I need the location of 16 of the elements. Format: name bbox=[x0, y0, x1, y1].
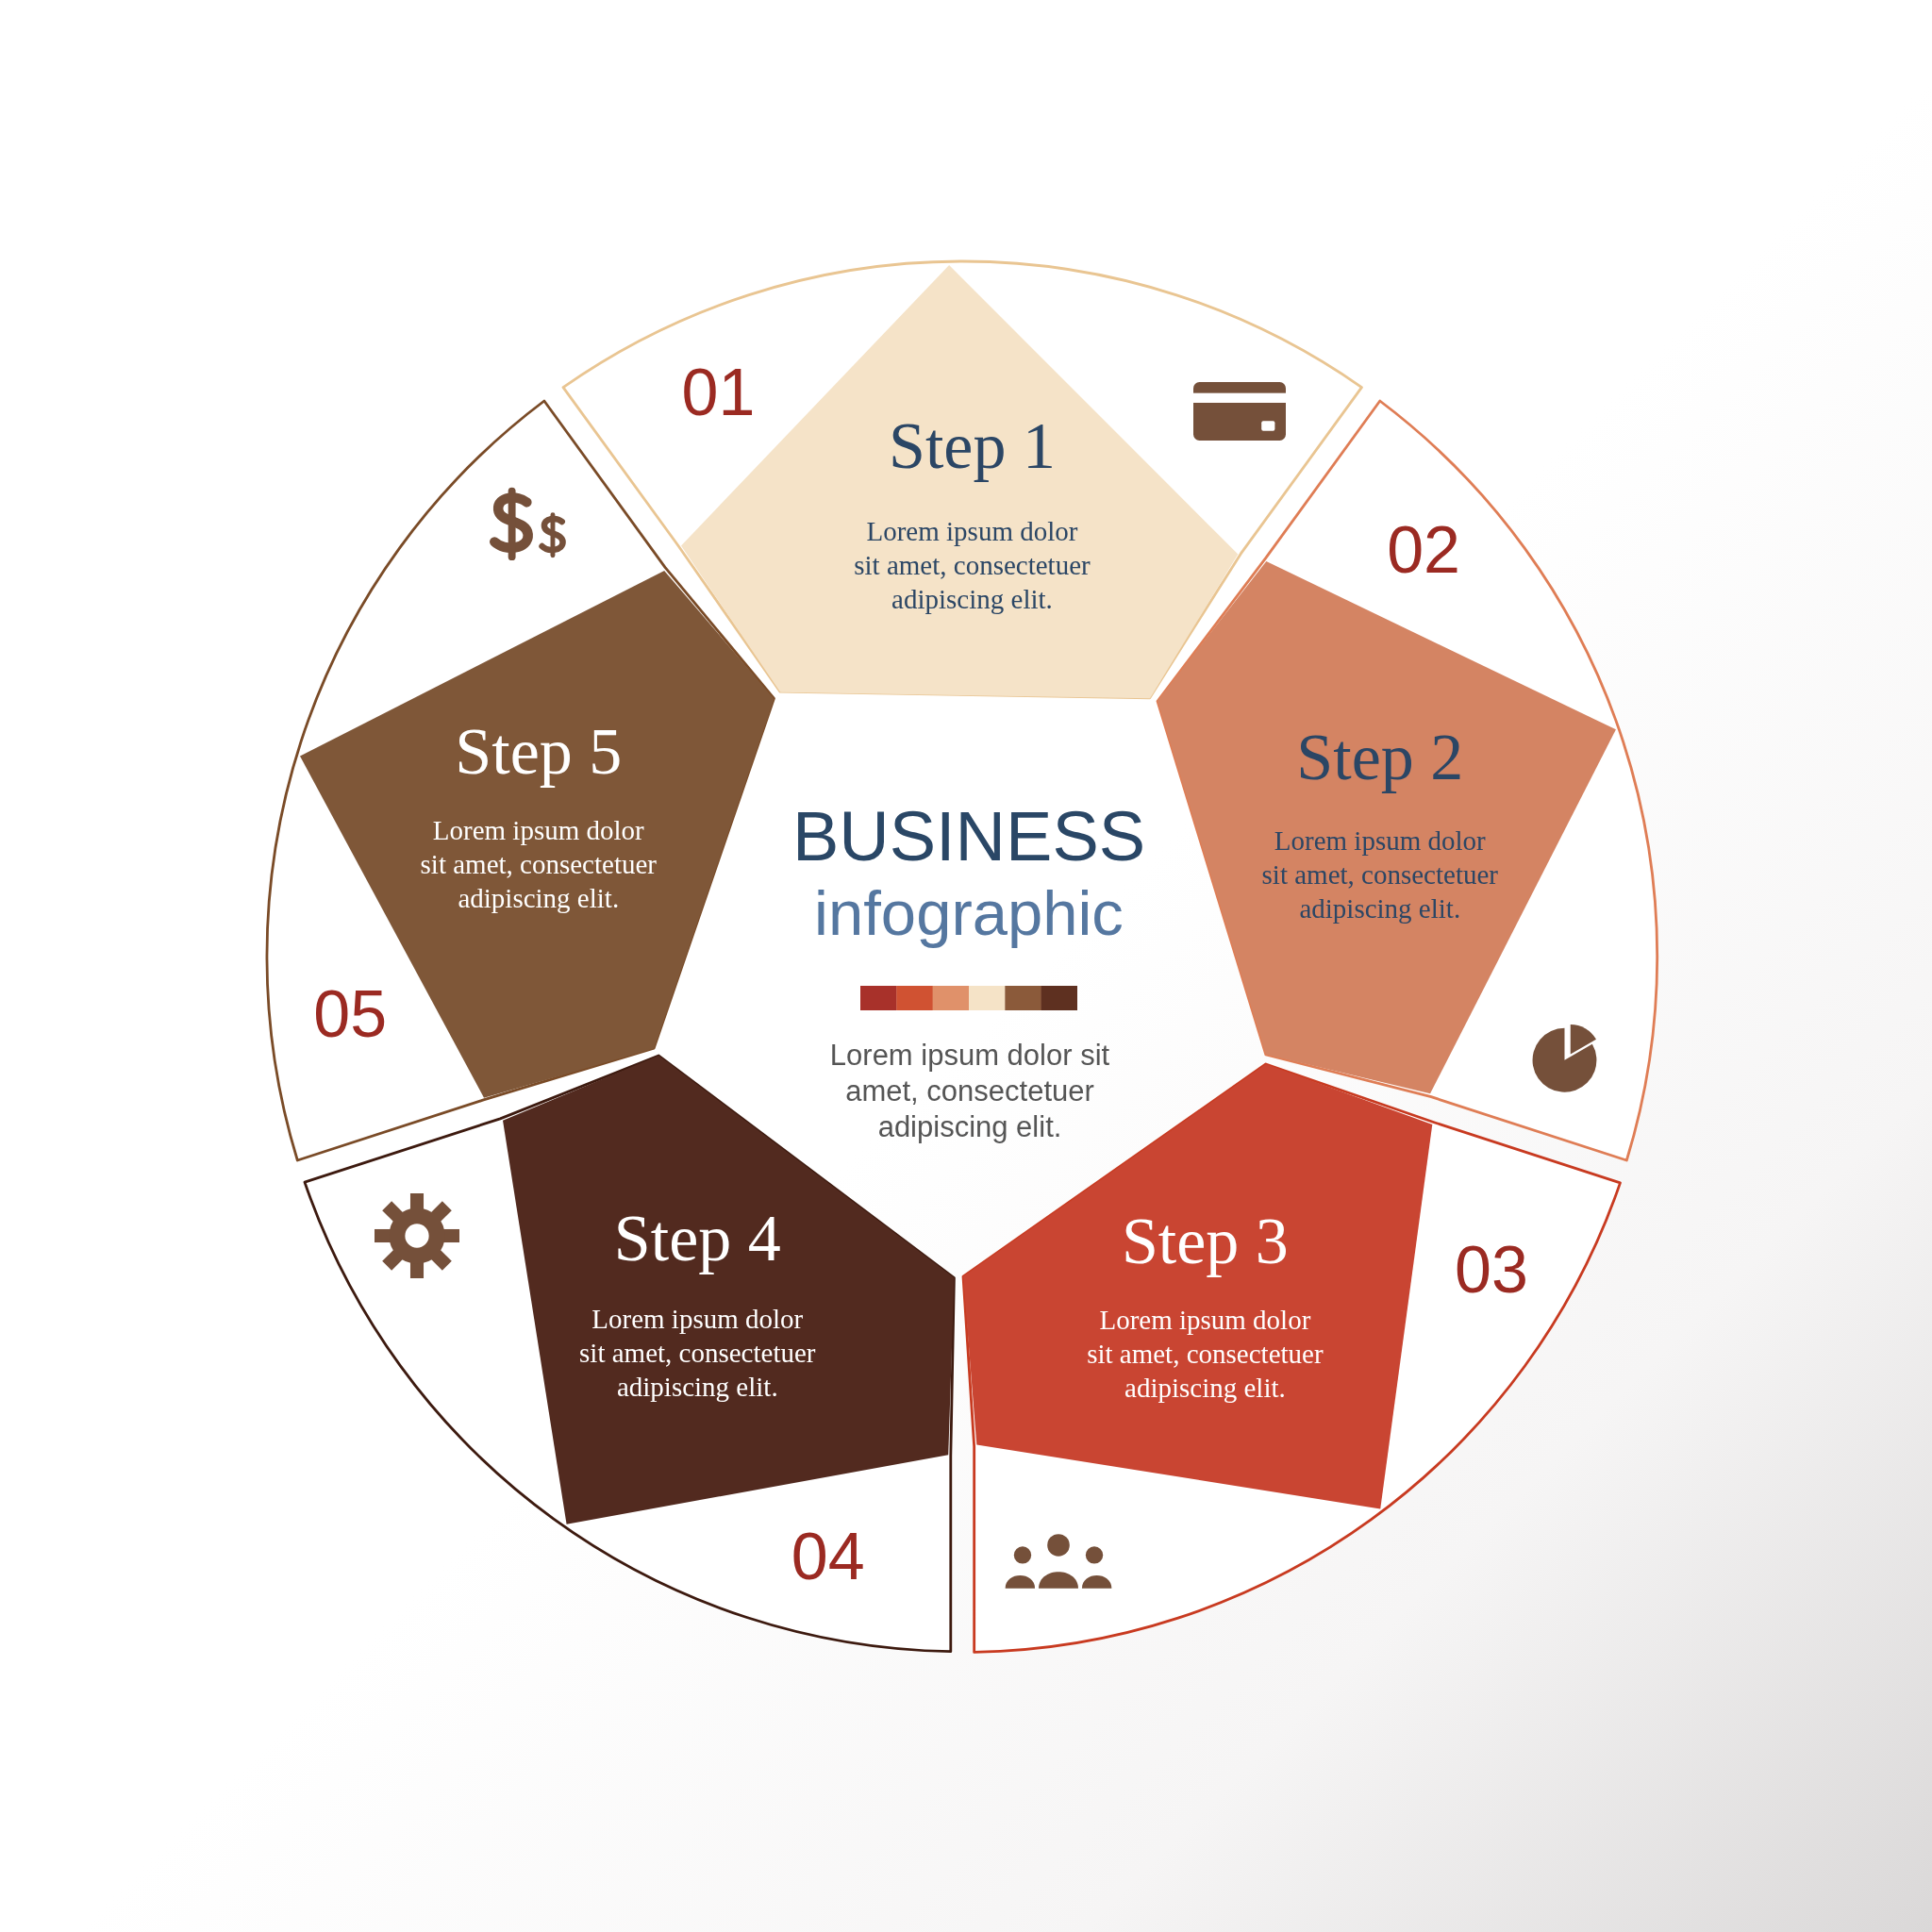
step-number: 04 bbox=[791, 1524, 865, 1591]
step-text: Lorem ipsum dolor sit amet, consectetuer adipiscing elit. bbox=[1260, 824, 1499, 926]
step-number: 05 bbox=[313, 981, 388, 1048]
step-text: Lorem ipsum dolor sit amet, consectetuer adipiscing elit. bbox=[578, 1303, 817, 1405]
step-number: 03 bbox=[1455, 1237, 1528, 1304]
description-text: Lorem ipsum dolor sit amet, consectetuer adipiscing elit. bbox=[828, 1038, 1111, 1145]
step-number: 01 bbox=[681, 358, 756, 425]
step-text: Lorem ipsum dolor sit amet, consectetuer adipiscing elit. bbox=[419, 813, 658, 915]
step-title: Step 2 bbox=[1296, 724, 1464, 791]
step-number: 02 bbox=[1387, 517, 1461, 584]
step-title: Step 3 bbox=[1121, 1208, 1289, 1275]
pentagon-panel bbox=[299, 570, 774, 1098]
step-text: Lorem ipsum dolor sit amet, consectetuer adipiscing elit. bbox=[1086, 1304, 1324, 1406]
step-text: Lorem ipsum dolor sit amet, consectetuer adipiscing elit. bbox=[853, 515, 1091, 617]
title: BUSINESS infographic bbox=[791, 797, 1146, 950]
pentagon-panel bbox=[680, 264, 1238, 698]
